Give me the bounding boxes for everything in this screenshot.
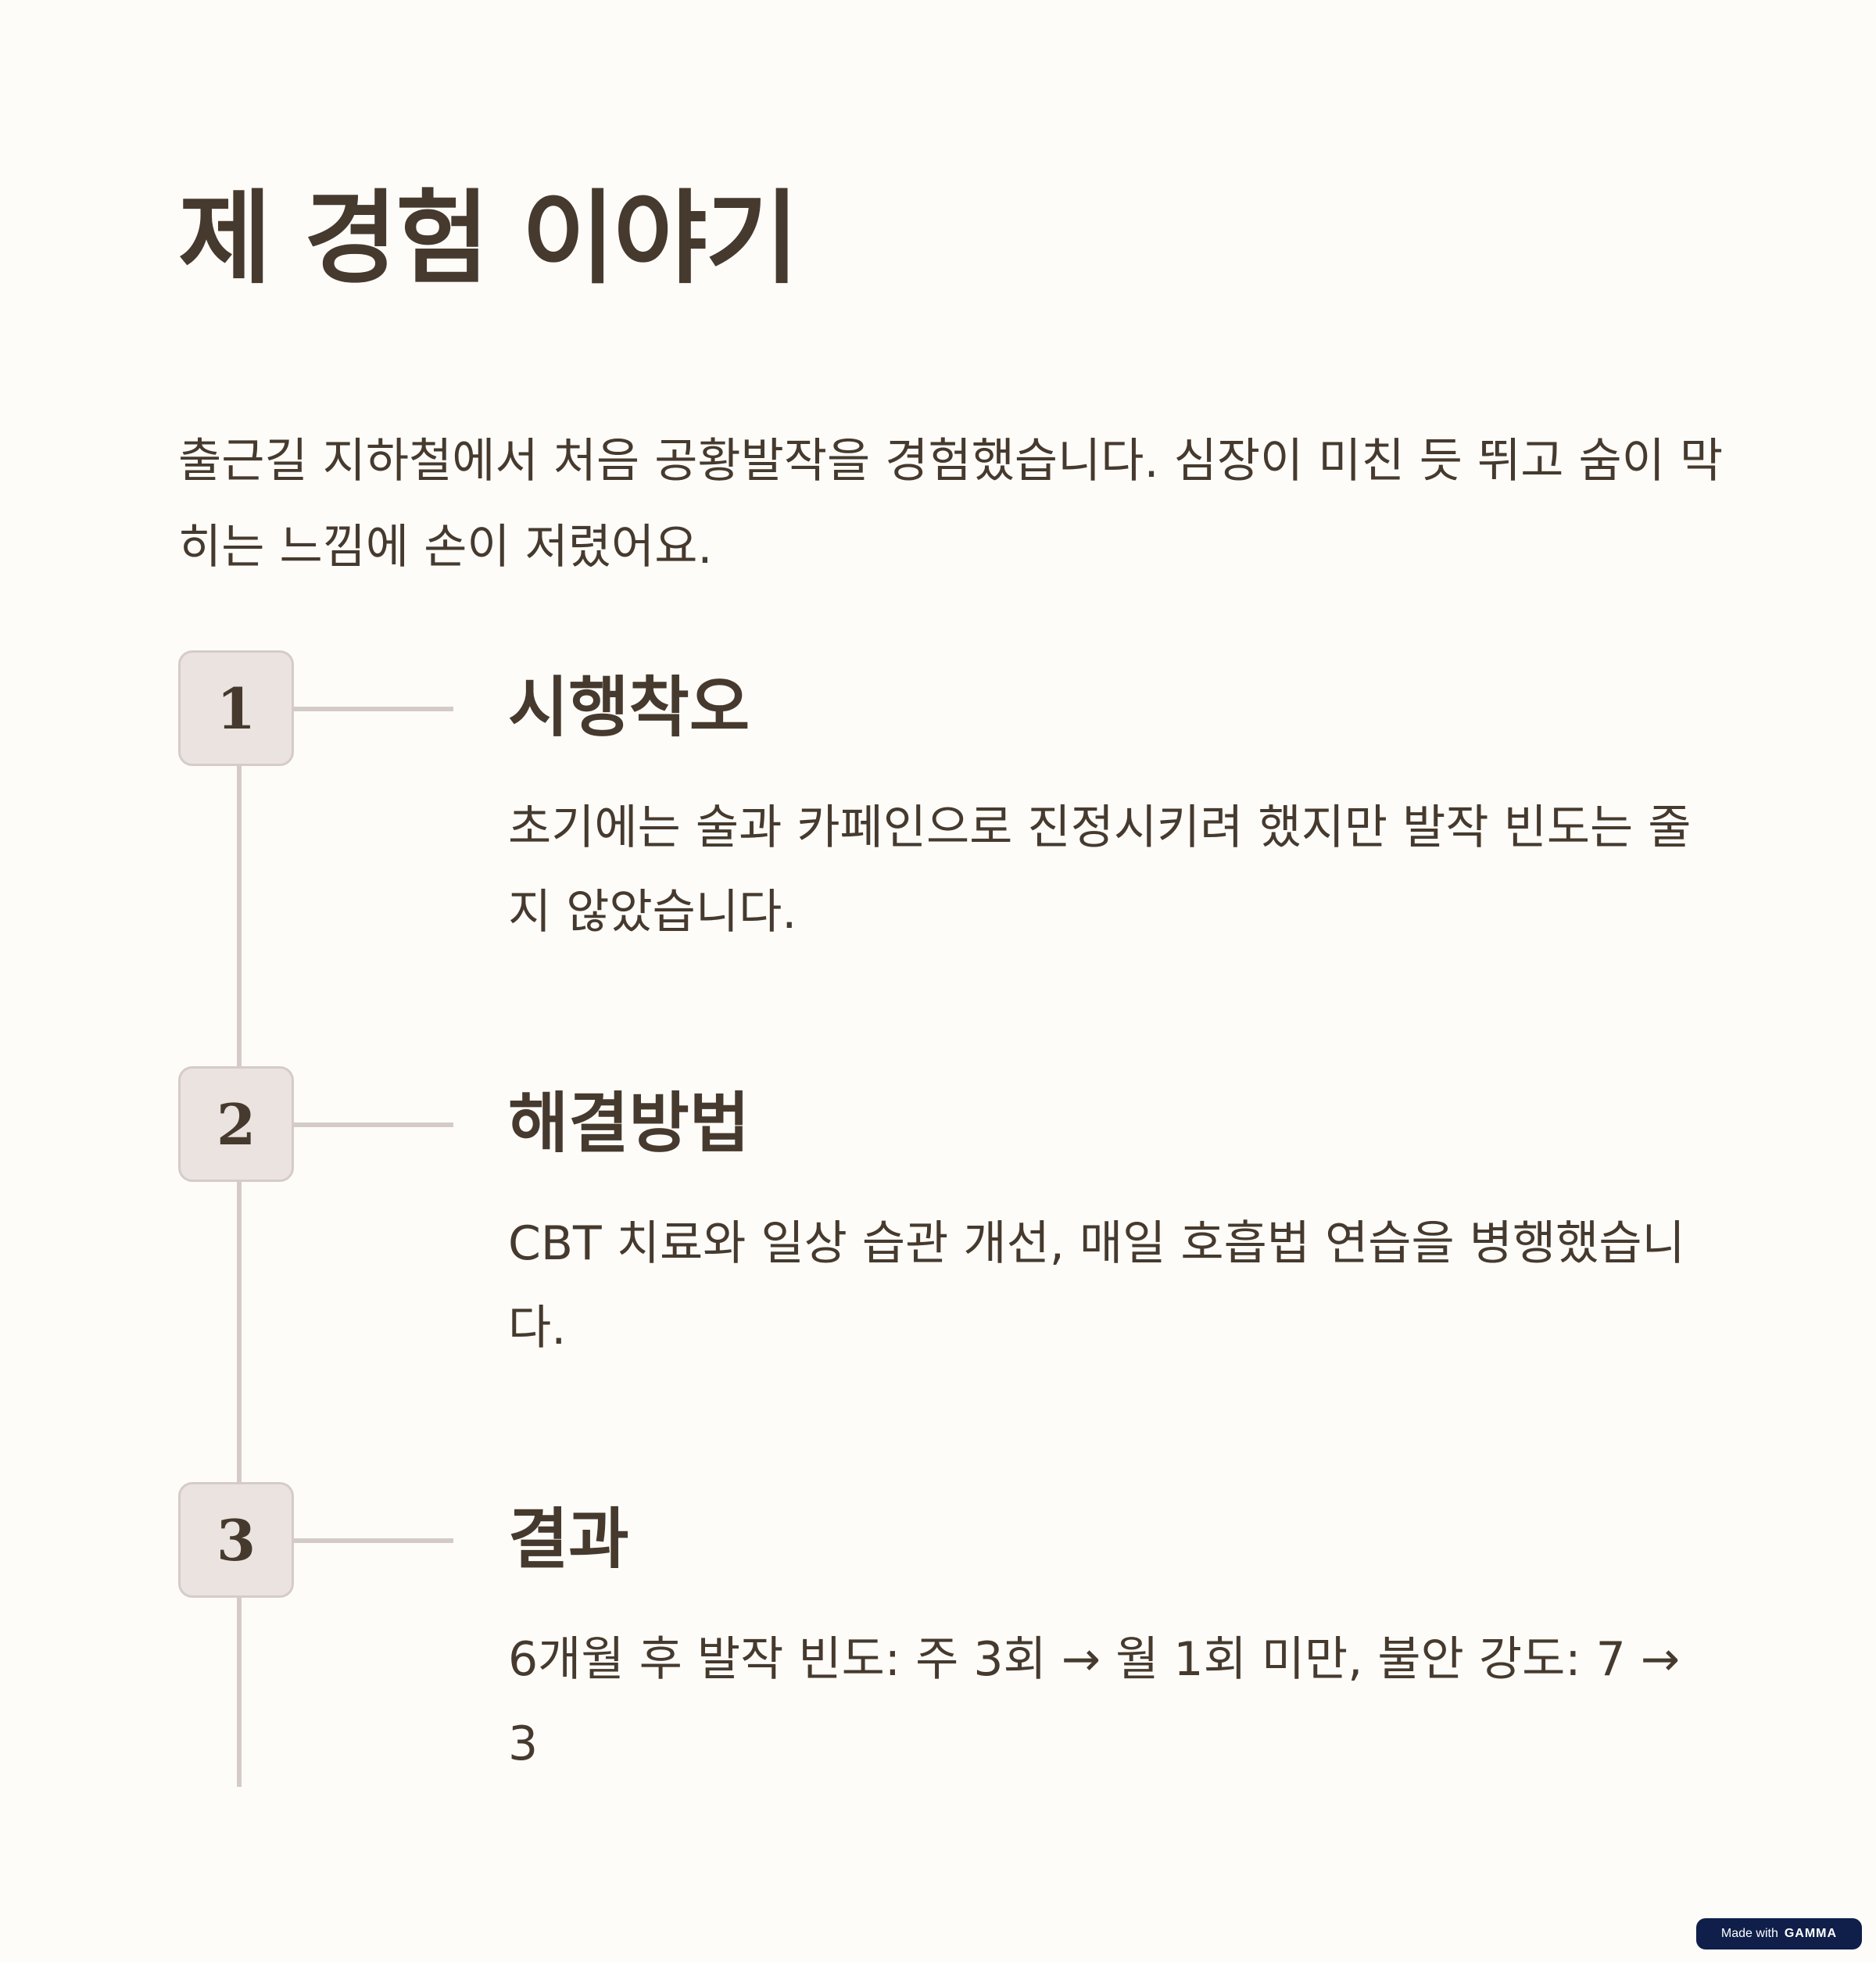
step-1-connector-line [294,707,453,711]
step-2-text: CBT 치료와 일상 습관 개선, 매일 호흡법 연습을 병행했습니다. [508,1216,1685,1355]
step-1-text: 초기에는 술과 카페인으로 진정시키려 했지만 발작 빈도는 줄지 않았습니다. [508,800,1692,940]
page-title: 제 경험 이야기 [178,179,799,298]
step-3-text: 6개월 후 발작 빈도: 주 3회 → 월 1회 미만, 불안 강도: 7 → … [508,1632,1681,1771]
step-3-title: 결과 [508,1501,629,1577]
step-3-number-badge: 3 [178,1482,294,1598]
step-2-number-badge: 2 [178,1066,294,1182]
step-3-connector-line [294,1538,453,1543]
step-2-connector-line [294,1122,453,1127]
timeline-vertical-line [237,766,242,1787]
step-1-title: 시행착오 [508,669,750,746]
step-2-title: 해결방법 [508,1085,750,1162]
step-1-number-badge: 1 [178,650,294,766]
made-with-label: Made with [1720,1927,1778,1940]
made-with-gamma-badge[interactable]: Made with GAMMA [1696,1918,1862,1949]
gamma-logo: GAMMA [1784,1927,1838,1940]
intro-paragraph: 출근길 지하철에서 처음 공황발작을 경험했습니다. 심장이 미친 듯 뛰고 숨… [178,434,1724,575]
